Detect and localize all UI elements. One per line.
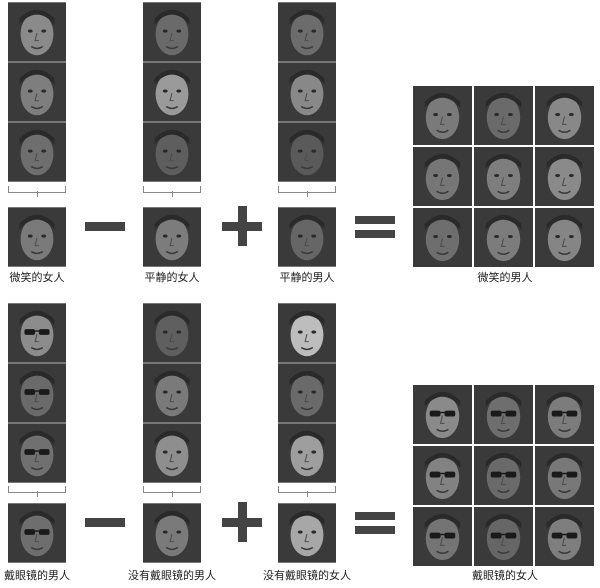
- input-face: [143, 62, 201, 122]
- input-face: [8, 303, 66, 363]
- input-face: [8, 363, 66, 423]
- column-label: 戴眼镜的男人: [4, 569, 70, 582]
- input-face: [8, 423, 66, 483]
- average-face: [143, 207, 201, 267]
- average-bracket: [8, 486, 66, 497]
- input-face: [143, 423, 201, 483]
- input-face: [143, 2, 201, 62]
- output-label: 微笑的男人: [477, 271, 533, 284]
- output-face: [413, 446, 472, 505]
- column-label: 没有戴眼镜的女人: [263, 569, 351, 582]
- average-face: [278, 207, 336, 267]
- output-face: [474, 147, 533, 206]
- column-label: 微笑的女人: [9, 271, 65, 284]
- input-face: [278, 122, 336, 182]
- output-face: [413, 507, 472, 566]
- average-bracket: [143, 486, 201, 497]
- average-face: [143, 503, 201, 563]
- column-label: 没有戴眼镜的男人: [128, 569, 216, 582]
- input-face: [278, 363, 336, 423]
- output-face: [413, 147, 472, 206]
- column-label: 平静的男人: [279, 271, 335, 284]
- average-bracket: [143, 186, 201, 197]
- output-face: [474, 86, 533, 145]
- input-face: [278, 2, 336, 62]
- column-label: 平静的女人: [144, 271, 200, 284]
- output-face: [413, 385, 472, 444]
- output-face: [474, 446, 533, 505]
- average-bracket: [8, 186, 66, 197]
- output-label: 戴眼镜的女人: [472, 569, 538, 582]
- output-face: [535, 507, 594, 566]
- output-face: [474, 208, 533, 267]
- output-face: [535, 385, 594, 444]
- average-face: [278, 503, 336, 563]
- average-face: [8, 207, 66, 267]
- input-face: [278, 62, 336, 122]
- output-face: [535, 147, 594, 206]
- input-face: [8, 62, 66, 122]
- input-face: [143, 303, 201, 363]
- input-face: [143, 363, 201, 423]
- input-face: [8, 2, 66, 62]
- output-face: [535, 208, 594, 267]
- output-face: [535, 86, 594, 145]
- output-face: [535, 446, 594, 505]
- output-face: [474, 507, 533, 566]
- input-face: [143, 122, 201, 182]
- input-face: [8, 122, 66, 182]
- output-face: [413, 86, 472, 145]
- average-bracket: [278, 186, 336, 197]
- output-face: [474, 385, 533, 444]
- input-face: [278, 303, 336, 363]
- output-face: [413, 208, 472, 267]
- average-face: [8, 503, 66, 563]
- input-face: [278, 423, 336, 483]
- average-bracket: [278, 486, 336, 497]
